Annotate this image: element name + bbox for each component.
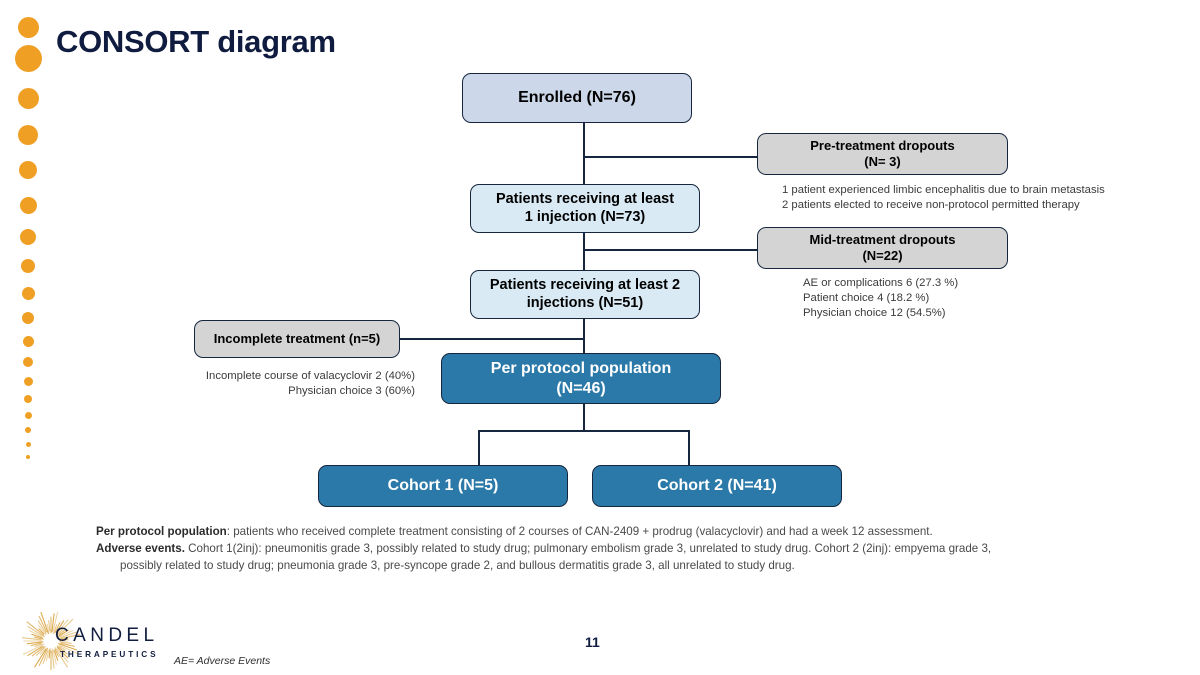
footnote-line-1: Per protocol population: patients who re… [96, 524, 1126, 541]
orange-dot [25, 441, 31, 447]
connector-inj2-to-per-protocol [583, 318, 585, 354]
node-pre-treatment-dropouts-label: Pre-treatment dropouts (N= 3) [810, 138, 955, 169]
footnotes: Per protocol population: patients who re… [96, 524, 1126, 574]
node-incomplete-treatment[interactable]: Incomplete treatment (n=5) [194, 320, 400, 358]
brand-logo: CANDEL THERAPEUTICS [22, 612, 156, 670]
orange-dot [18, 125, 38, 145]
orange-dot [19, 161, 37, 179]
page-number: 11 [585, 634, 600, 650]
node-mid-treatment-dropouts[interactable]: Mid-treatment dropouts (N=22) [757, 227, 1008, 269]
ae-legend: AE= Adverse Events [174, 655, 271, 667]
node-at-least-1-injection[interactable]: Patients receiving at least 1 injection … [470, 184, 700, 233]
node-cohort-1[interactable]: Cohort 1 (N=5) [318, 465, 568, 507]
sunburst-icon [22, 612, 80, 670]
orange-dot [19, 196, 37, 214]
node-cohort-2[interactable]: Cohort 2 (N=41) [592, 465, 842, 507]
connector-to-cohort-1 [478, 430, 480, 467]
orange-dot [23, 357, 33, 367]
node-per-protocol-population[interactable]: Per protocol population (N=46) [441, 353, 721, 404]
node-cohort-1-label: Cohort 1 (N=5) [387, 477, 499, 495]
note-incomplete-treatment: Incomplete course of valacyclovir 2 (40%… [205, 370, 415, 397]
footnote-line-1-rest: : patients who received complete treatme… [226, 525, 933, 538]
orange-dot [22, 335, 34, 347]
logo-wordmark: CANDEL [55, 625, 159, 646]
footnote-line-1-bold: Per protocol population [96, 525, 227, 538]
footnote-line-2: Adverse events. Cohort 1(2inj): pneumoni… [96, 541, 1126, 558]
orange-dot [25, 454, 31, 460]
connector-inj1-to-inj2 [583, 232, 585, 273]
connector-to-cohort-2 [688, 430, 690, 467]
node-enrolled[interactable]: Enrolled (N=76) [462, 73, 692, 123]
connector-cohort-split [478, 430, 690, 432]
node-mid-treatment-dropouts-label: Mid-treatment dropouts (N=22) [809, 232, 956, 263]
orange-dot [25, 427, 31, 433]
connector-enrolled-to-inj1 [583, 122, 585, 186]
node-per-protocol-population-label: Per protocol population (N=46) [490, 360, 672, 397]
connector-to-pre-treatment-dropouts [583, 156, 759, 158]
orange-dot [24, 411, 32, 419]
page-title: CONSORT diagram [56, 24, 336, 59]
orange-dot [20, 229, 36, 245]
orange-dot [22, 312, 34, 324]
orange-dot [17, 87, 39, 109]
note-pre-treatment-dropouts: 1 patient experienced limbic encephaliti… [782, 184, 1105, 211]
orange-dot [21, 259, 35, 273]
footnote-line-2-rest: Cohort 1(2inj): pneumonitis grade 3, pos… [184, 541, 992, 555]
orange-dot [24, 395, 32, 403]
connector-per-protocol-stem [583, 403, 585, 431]
node-incomplete-treatment-label: Incomplete treatment (n=5) [213, 331, 381, 347]
orange-dot [14, 44, 42, 72]
orange-dot [17, 16, 39, 38]
node-cohort-2-label: Cohort 2 (N=41) [657, 477, 777, 495]
node-at-least-2-injections[interactable]: Patients receiving at least 2 injections… [470, 270, 700, 319]
decorative-dot-column [0, 0, 60, 675]
footnote-line-3: possibly related to study drug; pneumoni… [120, 558, 795, 572]
node-enrolled-label: Enrolled (N=76) [518, 89, 636, 107]
logo-tagline: THERAPEUTICS [60, 650, 159, 659]
orange-dot [23, 376, 33, 386]
node-at-least-2-injections-label: Patients receiving at least 2 injections… [489, 277, 681, 311]
footnote-line-2-bold: Adverse events. [96, 541, 185, 555]
node-at-least-1-injection-label: Patients receiving at least 1 injection … [495, 191, 675, 225]
connector-to-incomplete-treatment [400, 338, 585, 340]
node-pre-treatment-dropouts[interactable]: Pre-treatment dropouts (N= 3) [757, 133, 1008, 175]
orange-dot [21, 286, 35, 300]
connector-to-mid-treatment-dropouts [583, 249, 759, 251]
note-mid-treatment-dropouts: AE or complications 6 (27.3 %) Patient c… [803, 277, 959, 319]
